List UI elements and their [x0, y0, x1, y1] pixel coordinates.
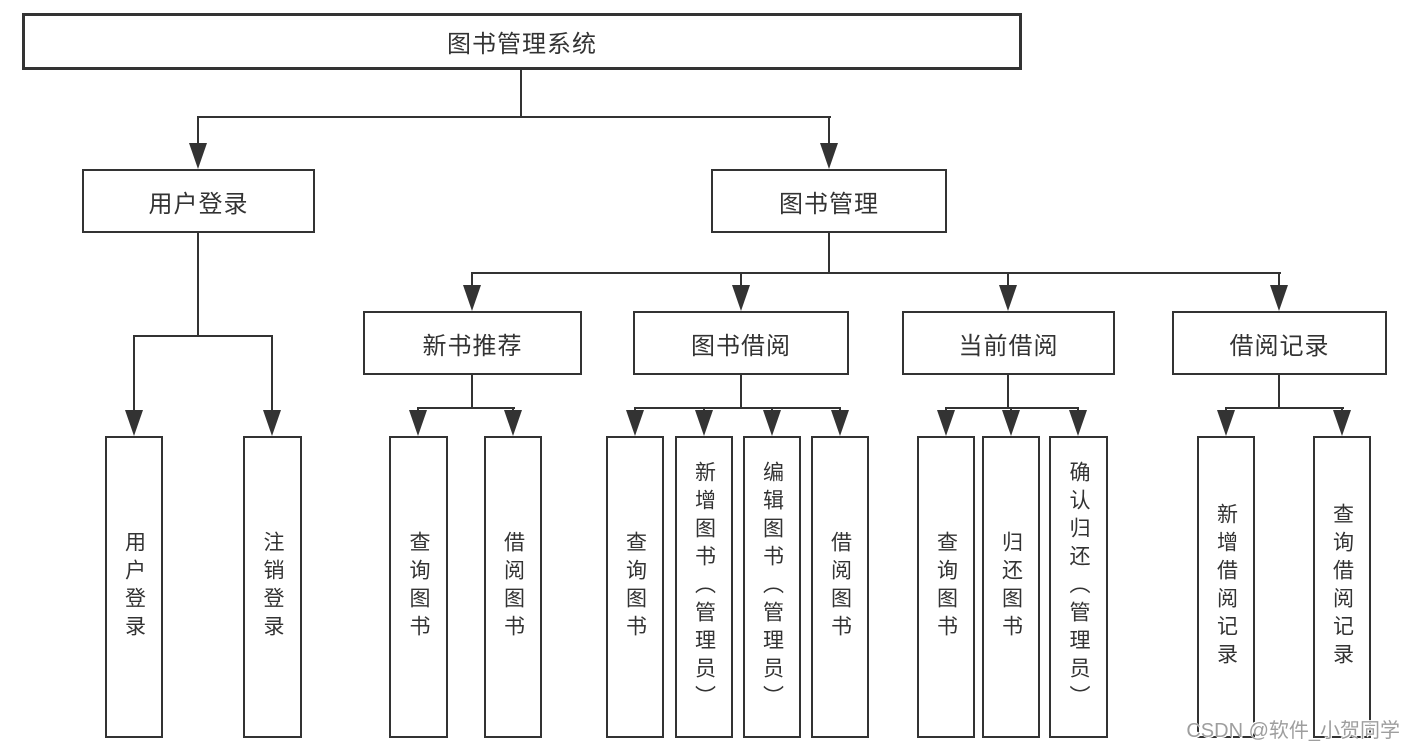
connector-hline [417, 407, 515, 409]
arrow-down-icon [263, 410, 281, 436]
arrow-down-icon [763, 410, 781, 436]
leaf-add-books-admin: 新增图书（管理员） [675, 436, 733, 738]
node-book-management-label: 图书管理 [779, 190, 879, 218]
leaf-user-login: 用户登录 [105, 436, 163, 738]
leaf-query-borrow-record: 查询借阅记录 [1313, 436, 1371, 738]
connector-vline [1007, 375, 1009, 409]
node-book-management: 图书管理 [711, 169, 947, 233]
leaf-add-books-admin-label: 新增图书（管理员） [692, 461, 716, 713]
arrow-down-icon [409, 410, 427, 436]
leaf-query-books-current-label: 查询图书 [934, 531, 958, 643]
node-root-label: 图书管理系统 [447, 31, 597, 58]
leaf-return-books: 归还图书 [982, 436, 1040, 738]
arrow-down-icon [125, 410, 143, 436]
arrow-down-icon [1002, 410, 1020, 436]
arrow-down-icon [937, 410, 955, 436]
leaf-query-borrow-record-label: 查询借阅记录 [1330, 503, 1354, 671]
connector-vline [740, 272, 742, 288]
leaf-add-borrow-record-label: 新增借阅记录 [1214, 503, 1238, 671]
leaf-confirm-return-admin: 确认归还（管理员） [1049, 436, 1108, 738]
connector-hline [197, 116, 831, 118]
leaf-query-books-borrow: 查询图书 [606, 436, 664, 738]
arrow-down-icon [189, 143, 207, 169]
arrow-down-icon [626, 410, 644, 436]
node-current-borrow-label: 当前借阅 [958, 332, 1059, 360]
connector-vline [197, 233, 199, 337]
leaf-edit-books-admin: 编辑图书（管理员） [743, 436, 801, 738]
connector-hline [471, 272, 1281, 274]
node-book-borrow-label: 图书借阅 [691, 332, 791, 360]
node-new-book-recommend-label: 新书推荐 [422, 332, 523, 360]
connector-vline [828, 116, 830, 148]
connector-vline [1278, 272, 1280, 288]
leaf-add-borrow-record: 新增借阅记录 [1197, 436, 1255, 738]
leaf-logout-label: 注销登录 [261, 531, 284, 643]
leaf-borrow-books-recommend: 借阅图书 [484, 436, 542, 738]
leaf-query-books-current: 查询图书 [917, 436, 975, 738]
leaf-return-books-label: 归还图书 [999, 531, 1023, 643]
connector-vline [271, 335, 273, 413]
leaf-query-books-borrow-label: 查询图书 [623, 531, 647, 643]
connector-vline [520, 70, 522, 118]
connector-hline [945, 407, 1079, 409]
node-new-book-recommend: 新书推荐 [363, 311, 582, 375]
node-borrow-records-label: 借阅记录 [1229, 332, 1330, 360]
connector-vline [1278, 375, 1280, 409]
connector-vline [471, 375, 473, 409]
node-user-login: 用户登录 [82, 169, 315, 233]
arrow-down-icon [732, 285, 750, 311]
leaf-query-books-recommend: 查询图书 [389, 436, 448, 738]
leaf-confirm-return-admin-label: 确认归还（管理员） [1067, 461, 1090, 713]
connector-vline [197, 116, 199, 148]
arrow-down-icon [1270, 285, 1288, 311]
leaf-logout: 注销登录 [243, 436, 302, 738]
arrow-down-icon [999, 285, 1017, 311]
connector-vline [133, 335, 135, 413]
leaf-borrow-books-recommend-label: 借阅图书 [501, 531, 525, 643]
arrow-down-icon [831, 410, 849, 436]
arrow-down-icon [1069, 410, 1087, 436]
connector-hline [1225, 407, 1344, 409]
arrow-down-icon [695, 410, 713, 436]
arrow-down-icon [1333, 410, 1351, 436]
connector-vline [471, 272, 473, 288]
node-borrow-records: 借阅记录 [1172, 311, 1387, 375]
leaf-query-books-recommend-label: 查询图书 [407, 531, 430, 643]
arrow-down-icon [463, 285, 481, 311]
connector-vline [740, 375, 742, 409]
node-current-borrow: 当前借阅 [902, 311, 1115, 375]
arrow-down-icon [504, 410, 522, 436]
watermark: CSDN @软件_小贺同学 [1186, 720, 1400, 742]
leaf-borrow-books-label: 借阅图书 [828, 531, 852, 643]
connector-hline [634, 407, 841, 409]
leaf-edit-books-admin-label: 编辑图书（管理员） [760, 461, 784, 713]
node-root: 图书管理系统 [22, 13, 1022, 70]
connector-vline [828, 233, 830, 274]
connector-hline [133, 335, 273, 337]
arrow-down-icon [820, 143, 838, 169]
node-user-login-label: 用户登录 [148, 190, 249, 218]
leaf-user-login-label: 用户登录 [122, 531, 146, 643]
connector-vline [1007, 272, 1009, 288]
node-book-borrow: 图书借阅 [633, 311, 849, 375]
arrow-down-icon [1217, 410, 1235, 436]
leaf-borrow-books: 借阅图书 [811, 436, 869, 738]
